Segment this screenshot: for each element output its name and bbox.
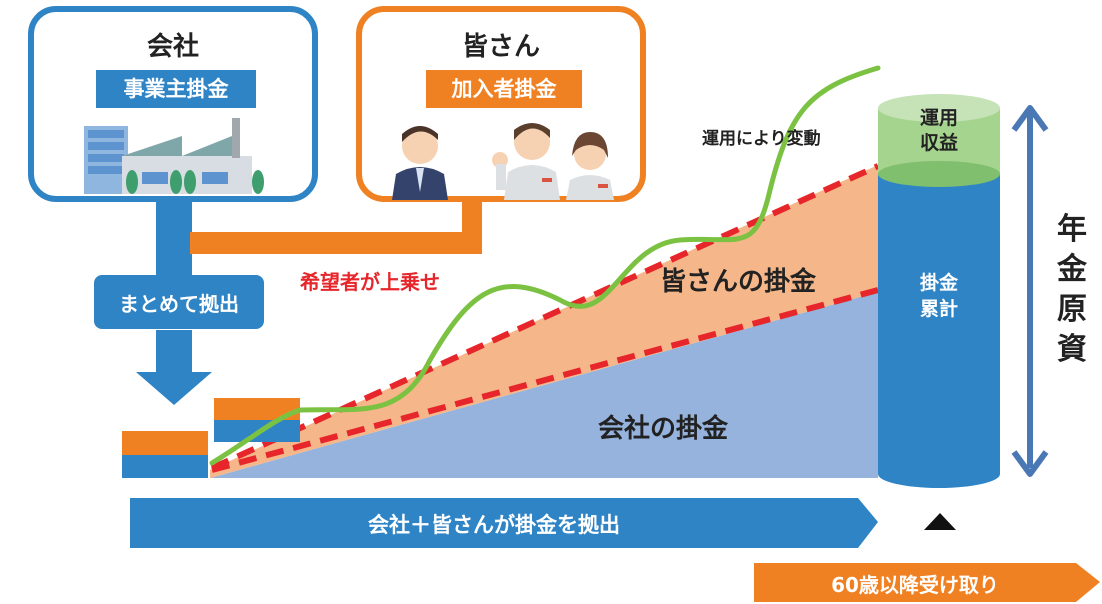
company-contribution-label: 事業主掛金 bbox=[96, 70, 256, 108]
employee-connector-vertical bbox=[462, 195, 482, 245]
investment-curve bbox=[209, 65, 881, 466]
pension-fund-char-3: 原 bbox=[1057, 292, 1087, 327]
block-1-blue bbox=[122, 455, 208, 478]
pension-range-arrow-top bbox=[1011, 105, 1049, 132]
cylinder-bottom bbox=[878, 460, 1000, 488]
cylinder-top bbox=[878, 94, 1000, 122]
voluntary-addition-label: 希望者が上乗せ bbox=[300, 270, 440, 294]
collect-together-box: まとめて拠出 bbox=[94, 275, 264, 329]
receive-arrow bbox=[754, 563, 1100, 602]
cylinder-income-divider bbox=[878, 161, 1000, 187]
down-arrow-shaft bbox=[136, 330, 212, 405]
employee-box: 皆さん 加入者掛金 bbox=[356, 6, 646, 202]
bottom-arrow-label: 会社＋皆さんが掛金を拠出 bbox=[368, 513, 620, 537]
pension-fund-char-2: 金 bbox=[1057, 252, 1087, 287]
company-title: 会社 bbox=[146, 32, 199, 62]
lower-dashed-line bbox=[211, 287, 879, 473]
company-connector bbox=[156, 195, 192, 275]
upper-dashed-line bbox=[210, 163, 880, 471]
fluctuation-label: 運用により変動 bbox=[702, 129, 821, 149]
people-icon bbox=[392, 123, 614, 200]
employee-contribution-label: 加入者掛金 bbox=[426, 70, 582, 108]
investment-income-line-2: 収益 bbox=[919, 132, 958, 154]
pension-fund-label: 年 金 原 資 bbox=[1050, 210, 1094, 370]
cumulative-label: 掛金 累計 bbox=[878, 270, 1000, 322]
employee-contribution-area-label: 皆さんの掛金 bbox=[660, 267, 817, 297]
block-1-orange bbox=[122, 431, 208, 455]
bottom-contribution-arrow bbox=[130, 498, 878, 548]
cumulative-line-1: 掛金 bbox=[919, 272, 958, 294]
collect-together-label: まとめて拠出 bbox=[119, 292, 239, 316]
pension-fund-char-4: 資 bbox=[1057, 332, 1087, 367]
investment-income-label: 運用 収益 bbox=[878, 106, 1000, 156]
block-2-orange bbox=[214, 398, 300, 420]
factory-icon bbox=[84, 118, 264, 194]
pension-fund-char-1: 年 bbox=[1057, 212, 1087, 247]
retirement-triangle bbox=[924, 513, 956, 530]
employee-title: 皆さん bbox=[461, 32, 540, 62]
cumulative-line-2: 累計 bbox=[919, 298, 958, 320]
investment-income-line-1: 運用 bbox=[919, 107, 958, 129]
employee-connector bbox=[190, 232, 482, 254]
company-contribution-area-label: 会社の掛金 bbox=[598, 414, 729, 444]
company-box: 会社 事業主掛金 bbox=[28, 6, 318, 202]
pension-range-arrow-bottom bbox=[1011, 450, 1049, 477]
receive-arrow-label: 60歳以降受け取り bbox=[831, 573, 999, 597]
